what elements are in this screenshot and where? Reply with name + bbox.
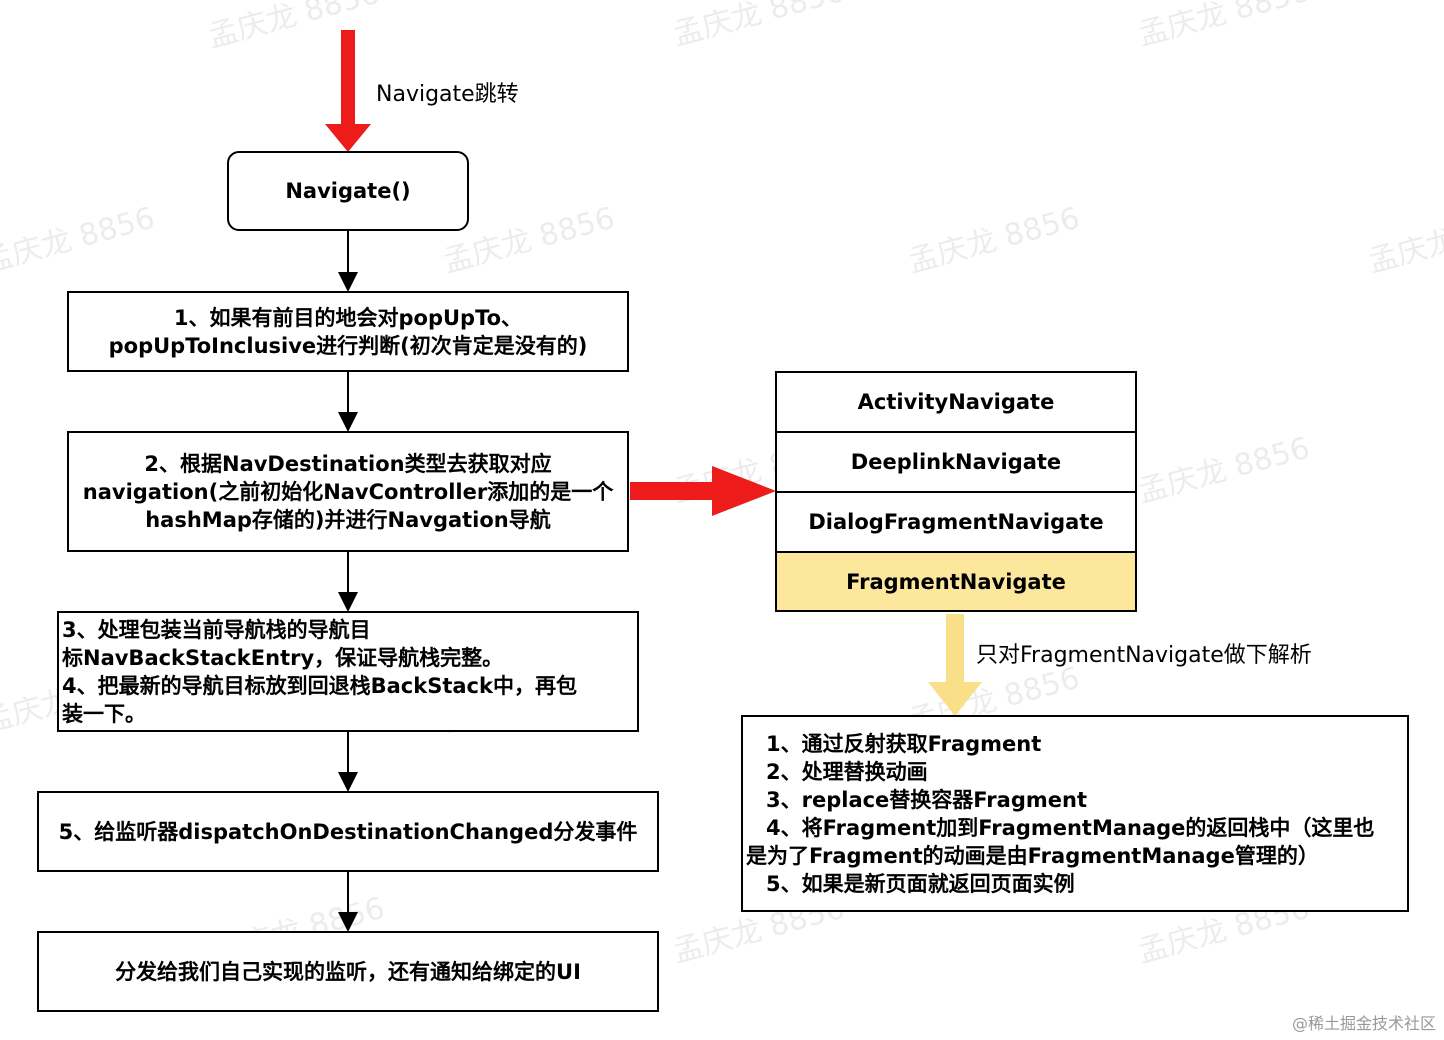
red-down-arrow-head: [325, 124, 371, 152]
step1-line: 1、如果有前目的地会对popUpTo、: [173, 305, 523, 330]
step1-node: 1、如果有前目的地会对popUpTo、 popUpToInclusive进行判断…: [67, 291, 629, 372]
red-down-arrow-shaft: [341, 30, 355, 128]
source-credit: @稀土掘金技术社区: [1291, 1014, 1436, 1033]
fragment-step-line: 1、通过反射获取Fragment: [766, 731, 1042, 756]
step3-4-line: 4、把最新的导航目标放到回退栈BackStack中，再包: [62, 673, 577, 698]
red-right-arrow-shaft: [630, 482, 720, 500]
deeplink-navigate-label: DeeplinkNavigate: [850, 450, 1062, 474]
activity-navigate-row: ActivityNavigate: [777, 373, 1135, 433]
fragment-step-line: 5、如果是新页面就返回页面实例: [766, 871, 1075, 896]
step3-4-line: 标NavBackStackEntry，保证导航栈完整。: [62, 645, 504, 670]
fragment-navigate-label: FragmentNavigate: [846, 569, 1066, 594]
step2-line: navigation(之前初始化NavController添加的是一个: [82, 479, 614, 504]
step2-node: 2、根据NavDestination类型去获取对应 navigation(之前初…: [67, 431, 629, 552]
step5-label: 5、给监听器dispatchOnDestinationChanged分发事件: [58, 819, 638, 844]
step3-4-line: 装一下。: [62, 701, 146, 726]
step3-4-line: 3、处理包装当前导航栈的导航目: [62, 617, 371, 642]
step2-line: 2、根据NavDestination类型去获取对应: [144, 451, 552, 476]
fragment-navigate-row: FragmentNavigate: [777, 553, 1135, 610]
navigator-stack: ActivityNavigate DeeplinkNavigate Dialog…: [775, 371, 1137, 612]
fragment-steps-node: 1、通过反射获取Fragment 2、处理替换动画 3、replace替换容器F…: [741, 715, 1409, 912]
step6-node: 分发给我们自己实现的监听，还有通知给绑定的UI: [37, 931, 659, 1012]
fragment-step-line: 3、replace替换容器Fragment: [766, 787, 1087, 812]
step1-line: popUpToInclusive进行判断(初次肯定是没有的): [108, 333, 588, 358]
red-right-arrow-head: [712, 466, 776, 516]
dialog-fragment-navigate-row: DialogFragmentNavigate: [777, 493, 1135, 553]
navigate-jump-label: Navigate跳转: [376, 82, 519, 107]
step5-node: 5、给监听器dispatchOnDestinationChanged分发事件: [37, 791, 659, 872]
step6-label: 分发给我们自己实现的监听，还有通知给绑定的UI: [115, 959, 581, 984]
step3-4-node: 3、处理包装当前导航栈的导航目 标NavBackStackEntry，保证导航栈…: [57, 611, 639, 732]
navigate-node-label: Navigate(): [285, 179, 411, 203]
step2-line: hashMap存储的)并进行Navgation导航: [145, 507, 551, 532]
dialog-fragment-navigate-label: DialogFragmentNavigate: [808, 510, 1104, 534]
fragment-step-line: 2、处理替换动画: [766, 759, 928, 784]
deeplink-navigate-row: DeeplinkNavigate: [777, 433, 1135, 493]
yellow-down-arrow-shaft: [946, 614, 964, 688]
fragment-step-line: 4、将Fragment加到FragmentManage的返回栈中（这里也: [766, 815, 1375, 840]
fragment-analysis-label: 只对FragmentNavigate做下解析: [976, 643, 1312, 668]
yellow-down-arrow-head: [928, 682, 982, 716]
fragment-step-line: 是为了Fragment的动画是由FragmentManage管理的）: [746, 843, 1319, 868]
activity-navigate-label: ActivityNavigate: [857, 390, 1055, 414]
navigate-node: Navigate(): [227, 151, 469, 231]
